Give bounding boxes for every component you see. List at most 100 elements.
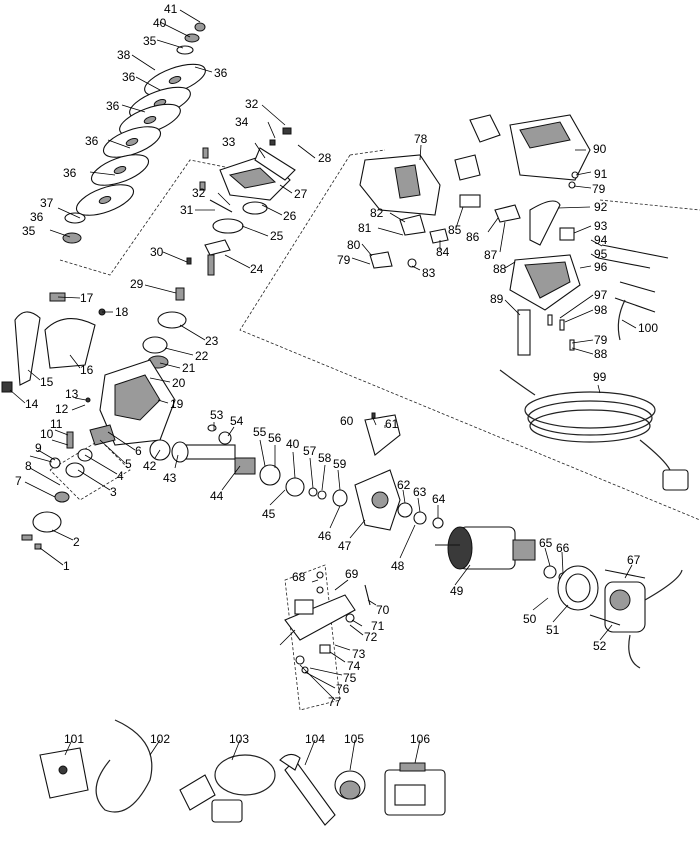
callout-72: 72 — [364, 630, 378, 644]
callout-45: 45 — [262, 507, 276, 521]
callout-75: 75 — [343, 671, 357, 685]
callout-88a: 88 — [493, 262, 507, 276]
callout-36d: 36 — [85, 134, 99, 148]
callout-3: 3 — [110, 485, 117, 499]
callout-93: 93 — [594, 219, 608, 233]
callout-20: 20 — [172, 376, 186, 390]
depth-adjust-plate — [284, 571, 371, 674]
callout-18: 18 — [115, 305, 129, 319]
callout-66: 66 — [556, 541, 570, 555]
callout-87: 87 — [484, 248, 498, 262]
callout-91: 91 — [594, 167, 608, 181]
callout-55: 55 — [253, 425, 267, 439]
spindle-and-gear-housing — [1, 239, 231, 446]
callout-92: 92 — [594, 200, 608, 214]
callout-50: 50 — [523, 612, 537, 626]
callout-105: 105 — [344, 732, 364, 746]
callout-5: 5 — [125, 457, 132, 471]
callout-81: 81 — [358, 221, 372, 235]
callout-12: 12 — [55, 402, 69, 416]
callout-74: 74 — [347, 659, 361, 673]
callout-36b: 36 — [122, 70, 136, 84]
callout-85: 85 — [448, 223, 462, 237]
callout-98: 98 — [594, 303, 608, 317]
callout-47: 47 — [338, 539, 352, 553]
callout-36a: 36 — [214, 66, 228, 80]
callout-101: 101 — [64, 732, 84, 746]
callout-97: 97 — [594, 288, 608, 302]
callout-24: 24 — [250, 262, 264, 276]
callout-30: 30 — [150, 245, 164, 259]
callout-10: 10 — [40, 427, 54, 441]
callout-67: 67 — [627, 553, 641, 567]
callout-51: 51 — [546, 623, 560, 637]
callout-64: 64 — [432, 492, 446, 506]
callout-48: 48 — [391, 559, 405, 573]
callout-61: 61 — [385, 417, 399, 431]
callout-79a: 79 — [592, 182, 606, 196]
callout-59: 59 — [333, 457, 347, 471]
callout-84: 84 — [436, 245, 450, 259]
callout-34: 34 — [235, 115, 249, 129]
callout-70: 70 — [376, 603, 390, 617]
drive-shaft-assembly — [149, 412, 444, 531]
callout-90: 90 — [593, 142, 607, 156]
callout-6: 6 — [135, 444, 142, 458]
callout-99: 99 — [593, 370, 607, 384]
accessories — [39, 719, 446, 826]
callout-23: 23 — [205, 334, 219, 348]
front-handle-hardware — [21, 431, 93, 550]
callout-40a: 40 — [153, 16, 167, 30]
callout-38: 38 — [117, 48, 131, 62]
callout-62: 62 — [397, 478, 411, 492]
callout-77: 77 — [328, 695, 342, 709]
callout-104: 104 — [305, 732, 325, 746]
callout-9: 9 — [35, 441, 42, 455]
callout-106: 106 — [410, 732, 430, 746]
callout-17: 17 — [80, 291, 94, 305]
callout-33: 33 — [222, 135, 236, 149]
callout-15: 15 — [40, 375, 54, 389]
leader-lines — [9, 9, 637, 771]
callout-73: 73 — [352, 647, 366, 661]
callout-41: 41 — [164, 2, 178, 16]
callout-42: 42 — [143, 459, 157, 473]
power-cord — [499, 369, 689, 491]
callout-14: 14 — [25, 397, 39, 411]
callout-7: 7 — [15, 474, 22, 488]
callout-21: 21 — [182, 361, 196, 375]
callout-65: 65 — [539, 536, 553, 550]
callout-88b: 88 — [594, 347, 608, 361]
callout-68: 68 — [292, 570, 306, 584]
callout-32b: 32 — [192, 186, 206, 200]
callout-63: 63 — [413, 485, 427, 499]
assembly-boundaries — [49, 149, 700, 711]
callout-96: 96 — [594, 260, 608, 274]
callout-46: 46 — [318, 529, 332, 543]
callout-4: 4 — [117, 469, 124, 483]
callout-8: 8 — [25, 459, 32, 473]
callout-71: 71 — [371, 619, 385, 633]
callout-40b: 40 — [286, 437, 300, 451]
motor-armature-stator — [435, 526, 683, 669]
callout-11: 11 — [50, 417, 63, 431]
callout-103: 103 — [229, 732, 249, 746]
callout-94: 94 — [594, 233, 608, 247]
callout-37: 37 — [40, 196, 54, 210]
callout-78: 78 — [414, 132, 428, 146]
callout-29: 29 — [130, 277, 144, 291]
callout-57: 57 — [303, 444, 317, 458]
callout-36e: 36 — [63, 166, 77, 180]
callout-100: 100 — [638, 321, 658, 335]
callout-16: 16 — [80, 363, 94, 377]
diamond-blade-stack — [62, 22, 206, 244]
motor-housing-and-handle — [359, 114, 669, 356]
callout-80: 80 — [347, 238, 361, 252]
callout-25: 25 — [270, 229, 284, 243]
callout-35a: 35 — [143, 34, 157, 48]
callout-19: 19 — [170, 397, 184, 411]
callout-79b: 79 — [337, 253, 351, 267]
callout-labels: 1 2 3 4 5 6 7 8 9 10 11 12 13 14 15 16 1… — [15, 2, 658, 746]
callout-22: 22 — [195, 349, 209, 363]
